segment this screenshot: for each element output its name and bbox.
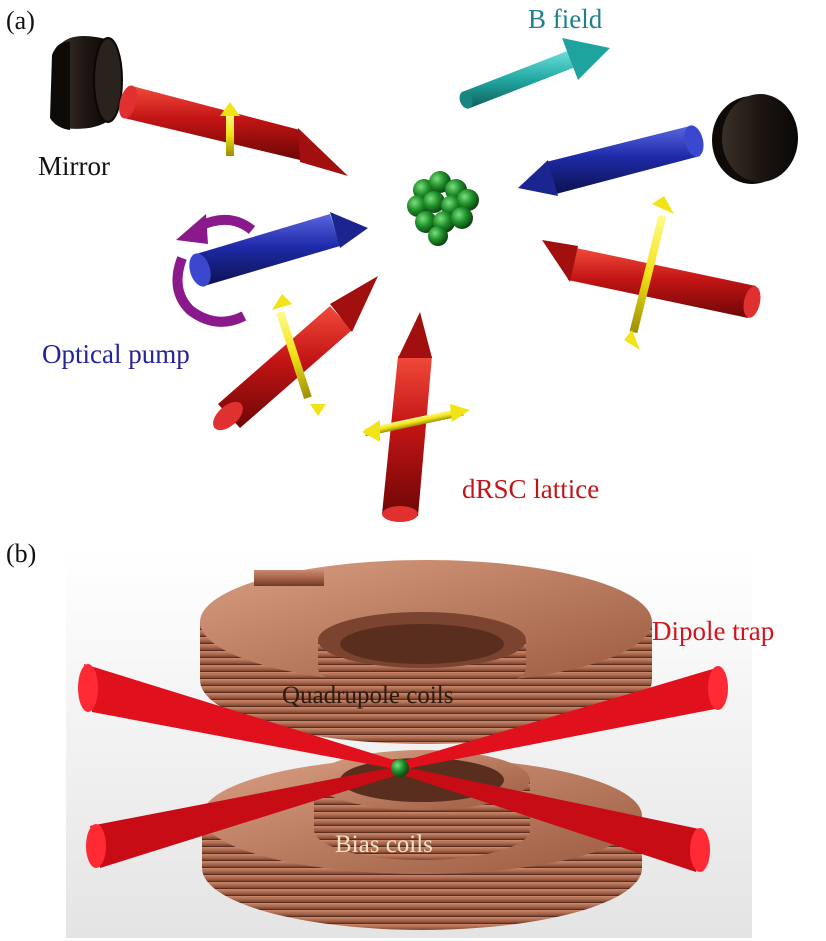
- b-field-label: B field: [528, 4, 603, 34]
- atom-sample: [391, 759, 409, 777]
- quadrupole-coils: [200, 560, 652, 744]
- atom-cluster: [407, 171, 479, 246]
- lattice-beam-right: [542, 196, 761, 350]
- lattice-beam-lower-left: [213, 276, 378, 431]
- pump-beam-right: [518, 125, 704, 196]
- b-field-arrow: [459, 38, 610, 109]
- panel-b-label: (b): [6, 539, 36, 568]
- drsc-lattice-label: dRSC lattice: [462, 474, 599, 504]
- dipole-trap-beams: [78, 664, 728, 872]
- mirror-right: [712, 94, 798, 184]
- lattice-beam-upper-left: [119, 85, 348, 176]
- quadrupole-coils-label: Quadrupole coils: [282, 682, 453, 709]
- mirror-left: [50, 36, 123, 130]
- panel-a-label: (a): [6, 6, 35, 35]
- optical-pump-label: Optical pump: [42, 339, 190, 369]
- panel-b: (b): [6, 539, 774, 938]
- panel-a: (a): [6, 4, 798, 522]
- dipole-trap-label: Dipole trap: [652, 616, 774, 646]
- mirror-label: Mirror: [38, 151, 110, 181]
- optical-pump-beam: [172, 212, 368, 327]
- lattice-beam-vertical: [362, 312, 470, 522]
- bias-coils-label: Bias coils: [335, 831, 433, 858]
